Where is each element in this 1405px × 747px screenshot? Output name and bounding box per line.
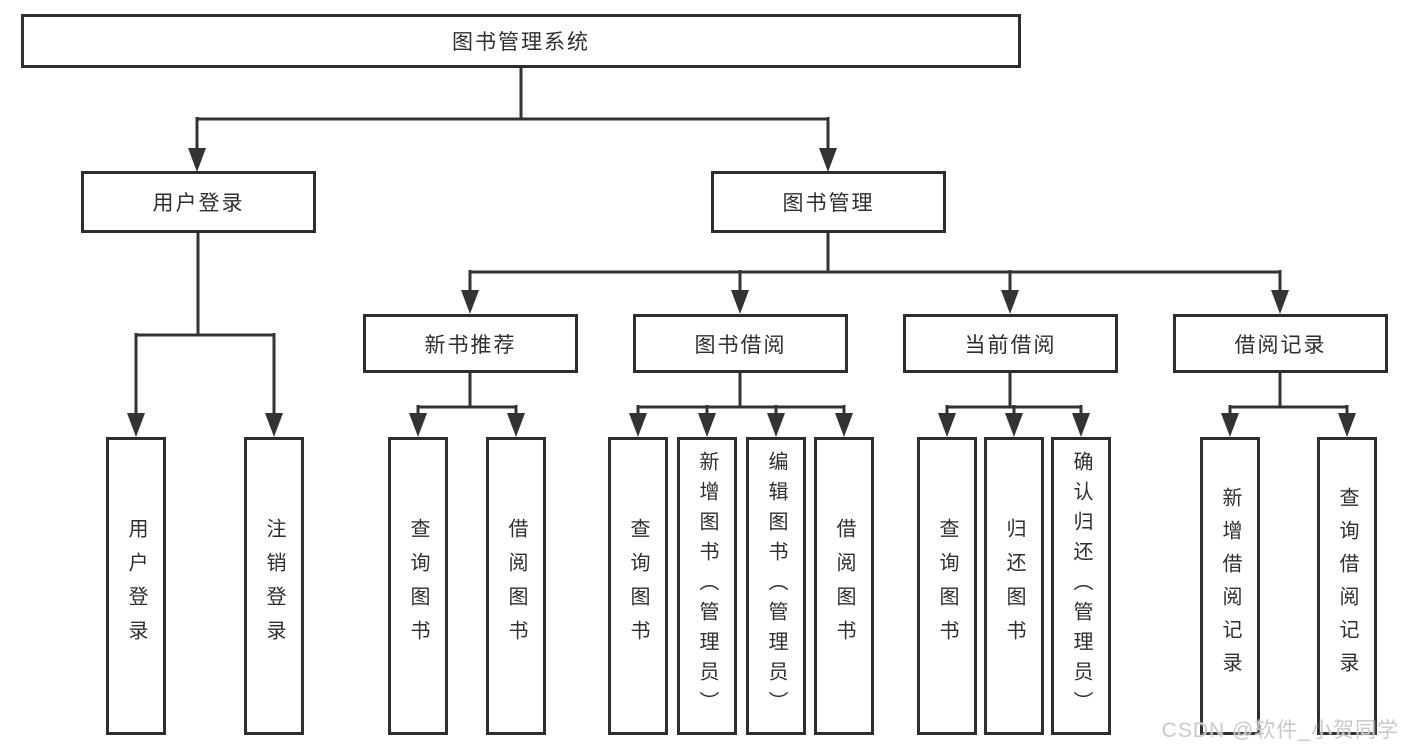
leaf-user-login-label: 用户登录 [125, 518, 147, 654]
leaf-add-books-admin-label: 新增图书（管理员） [696, 451, 718, 721]
leaf-edit-books-admin-label: 编辑图书（管理员） [765, 451, 787, 721]
leaf-borrow-books-2: 借阅图书 [814, 437, 874, 735]
node-book-borrowing: 图书借阅 [633, 314, 848, 373]
leaf-query-books-1: 查询图书 [388, 437, 448, 735]
node-borrow-records: 借阅记录 [1173, 314, 1388, 373]
node-user-login-label: 用户登录 [152, 192, 245, 215]
node-book-borrowing-label: 图书借阅 [694, 333, 787, 357]
leaf-return-books-label: 归还图书 [1003, 518, 1025, 654]
node-current-borrowing: 当前借阅 [903, 314, 1118, 373]
node-root-label: 图书管理系统 [452, 31, 590, 54]
leaf-confirm-return-admin: 确认归还（管理员） [1051, 437, 1111, 735]
leaf-confirm-return-admin-label: 确认归还（管理员） [1070, 451, 1092, 721]
leaf-logout-label: 注销登录 [263, 518, 285, 654]
csdn-watermark: CSDN @软件_小贺同学 [1161, 719, 1399, 742]
node-new-book-recommend-label: 新书推荐 [424, 333, 517, 357]
leaf-borrow-books-1: 借阅图书 [486, 437, 546, 735]
leaf-user-login: 用户登录 [106, 437, 166, 735]
leaf-return-books: 归还图书 [984, 437, 1044, 735]
leaf-add-books-admin: 新增图书（管理员） [677, 437, 737, 735]
node-current-borrowing-label: 当前借阅 [964, 333, 1057, 357]
node-root-system: 图书管理系统 [21, 14, 1021, 68]
node-book-management-label: 图书管理 [782, 192, 875, 215]
leaf-logout: 注销登录 [244, 437, 304, 735]
leaf-borrow-books-2-label: 借阅图书 [833, 518, 855, 654]
node-book-management: 图书管理 [711, 171, 946, 233]
leaf-query-books-2: 查询图书 [608, 437, 668, 735]
node-borrow-records-label: 借阅记录 [1234, 333, 1327, 357]
arrowhead-icons [127, 148, 1356, 437]
node-new-book-recommend: 新书推荐 [363, 314, 578, 373]
leaf-edit-books-admin: 编辑图书（管理员） [746, 437, 806, 735]
node-user-login: 用户登录 [81, 171, 316, 233]
leaf-add-borrow-record: 新增借阅记录 [1200, 437, 1260, 735]
leaf-query-books-3-label: 查询图书 [936, 518, 958, 654]
leaf-query-borrow-record: 查询借阅记录 [1317, 437, 1377, 735]
leaf-query-borrow-record-label: 查询借阅记录 [1336, 487, 1358, 685]
leaf-add-borrow-record-label: 新增借阅记录 [1219, 487, 1241, 685]
leaf-query-books-2-label: 查询图书 [627, 518, 649, 654]
leaf-query-books-3: 查询图书 [917, 437, 977, 735]
leaf-query-books-1-label: 查询图书 [407, 518, 429, 654]
leaf-borrow-books-1-label: 借阅图书 [505, 518, 527, 654]
